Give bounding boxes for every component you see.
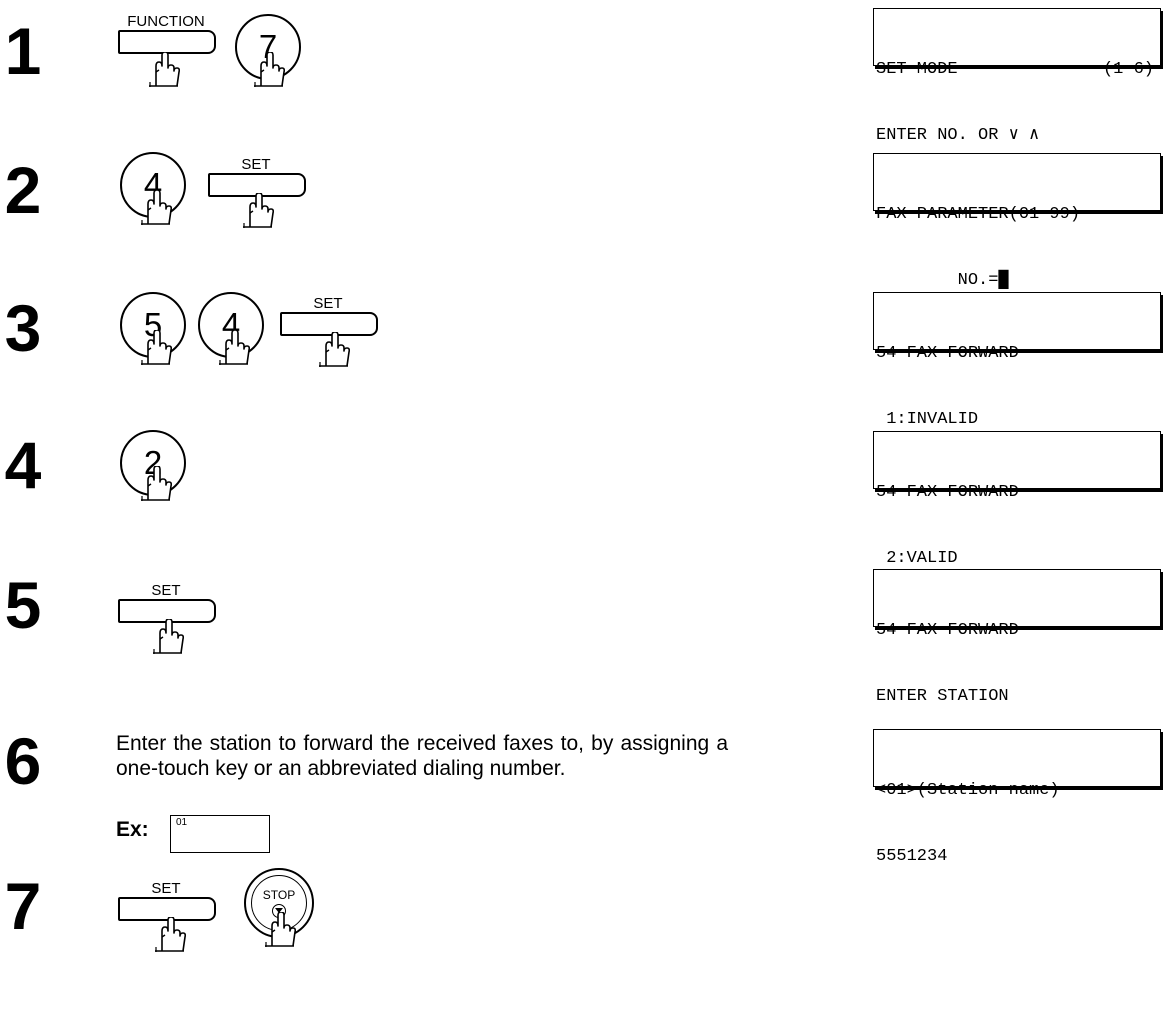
press-hand-icon [316, 332, 350, 368]
set-key[interactable]: SET [208, 156, 306, 197]
press-hand-icon [152, 917, 186, 953]
step-number: 2 [4, 153, 42, 227]
press-hand-icon [138, 190, 172, 226]
lcd-line: 1:INVALID [876, 410, 979, 429]
lcd-display-step-3: 54 FAX FORWARD 1:INVALID [873, 292, 1161, 429]
step-6-instruction: Enter the station to forward the receive… [116, 732, 728, 780]
lcd-line: FAX PARAMETER(01-99) [876, 205, 1081, 224]
lcd-display-step-2: FAX PARAMETER(01-99) NO.=█ [873, 153, 1161, 290]
press-hand-icon [138, 466, 172, 502]
lcd-line: <01>(Station name) [876, 781, 1060, 800]
press-hand-icon [262, 912, 296, 948]
lcd-display-step-6: <01>(Station name) 5551234 [873, 729, 1161, 866]
lcd-line: SET MODE [876, 60, 958, 79]
step-number: 1 [4, 14, 42, 88]
lcd-display-step-4: 54 FAX FORWARD 2:VALID [873, 431, 1161, 568]
set-key-label: SET [151, 582, 181, 599]
press-hand-icon [138, 330, 172, 366]
digit-2-key[interactable]: 2 [120, 430, 186, 496]
function-key-label: FUNCTION [127, 13, 205, 30]
step-number: 4 [4, 428, 42, 502]
lcd-line: 54 FAX FORWARD [876, 344, 1019, 363]
lcd-line: 54 FAX FORWARD [876, 483, 1019, 502]
lcd-line: 2:VALID [876, 549, 958, 568]
example-label: Ex: [116, 818, 149, 841]
lcd-line: NO.=█ [876, 271, 1009, 290]
set-key[interactable]: SET [280, 295, 378, 336]
lcd-range: (1-6) [1102, 60, 1154, 79]
set-key[interactable]: SET [118, 582, 216, 623]
lcd-line: ENTER STATION [876, 687, 1009, 706]
one-touch-key-example[interactable]: 01 [170, 815, 270, 853]
set-key-label: SET [151, 880, 181, 897]
set-key-label: SET [313, 295, 343, 312]
step-number: 6 [4, 724, 42, 798]
step-number: 7 [4, 869, 42, 943]
stop-key-label: STOP [262, 888, 296, 902]
function-key[interactable]: FUNCTION [118, 13, 216, 54]
press-hand-icon [216, 330, 250, 366]
press-hand-icon [240, 193, 274, 229]
one-touch-key-number: 01 [176, 817, 188, 828]
press-hand-icon [251, 52, 285, 88]
lcd-display-step-5: 54 FAX FORWARD ENTER STATION [873, 569, 1161, 706]
step-number: 5 [4, 568, 42, 642]
lcd-display-step-1: SET MODE (1-6) ENTER NO. OR ∨ ∧ [873, 8, 1161, 145]
lcd-line: ENTER NO. OR ∨ ∧ [876, 126, 1040, 145]
press-hand-icon [146, 52, 180, 88]
lcd-line: 54 FAX FORWARD [876, 621, 1019, 640]
press-hand-icon [150, 619, 184, 655]
lcd-line: 5551234 [876, 847, 948, 866]
stop-key[interactable]: STOP [244, 868, 314, 938]
step-number: 3 [4, 291, 42, 365]
set-key[interactable]: SET [118, 880, 216, 921]
set-key-label: SET [241, 156, 271, 173]
